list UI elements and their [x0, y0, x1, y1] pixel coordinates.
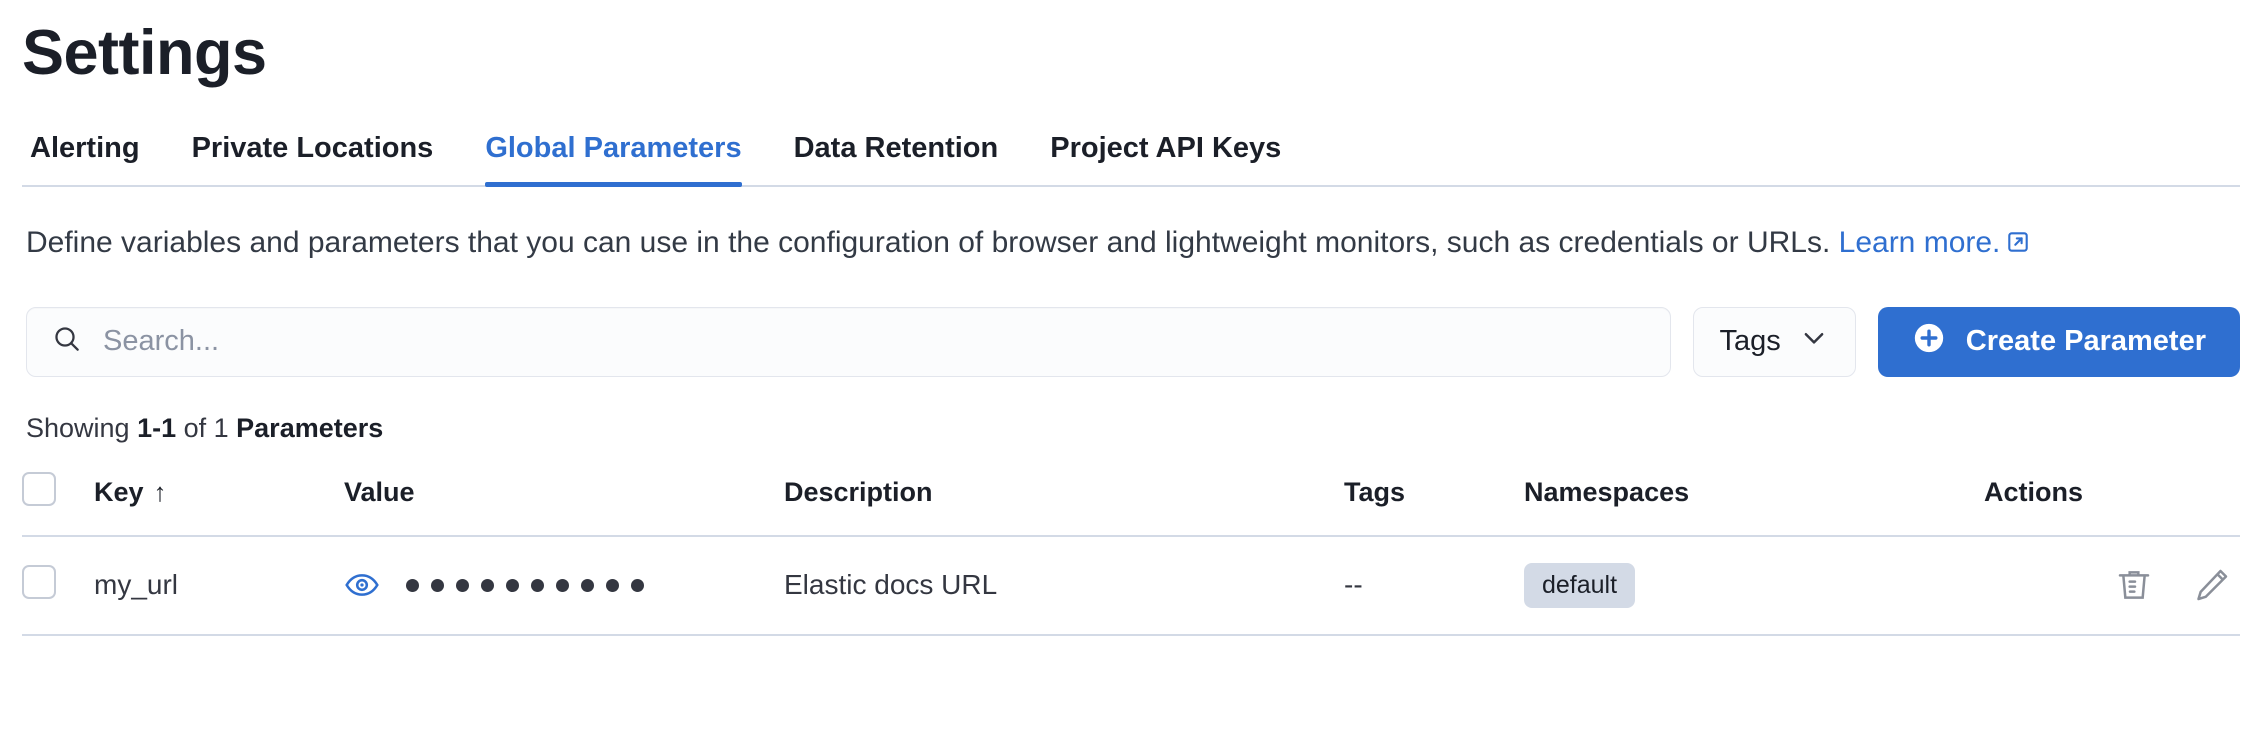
create-parameter-label: Create Parameter: [1965, 325, 2206, 357]
row-description: Elastic docs URL: [784, 535, 1344, 636]
results-prefix: Showing: [26, 412, 138, 443]
pencil-icon[interactable]: [2192, 565, 2232, 605]
row-key: my_url: [94, 535, 344, 636]
tab-data-retention[interactable]: Data Retention: [768, 132, 1025, 185]
results-middle: of 1: [176, 412, 237, 443]
column-header-key-label: Key: [94, 476, 144, 507]
select-all-checkbox[interactable]: [22, 471, 56, 506]
tab-global-parameters[interactable]: Global Parameters: [459, 132, 767, 187]
chevron-down-icon: [1799, 323, 1829, 361]
column-header-tags[interactable]: Tags: [1344, 461, 1524, 537]
results-count: Showing 1-1 of 1 Parameters: [22, 413, 2240, 444]
eye-icon[interactable]: [344, 567, 380, 603]
page-description: Define variables and parameters that you…: [22, 221, 2238, 267]
column-header-key[interactable]: Key ↑: [94, 461, 344, 537]
column-header-value[interactable]: Value: [344, 461, 784, 537]
tab-private-locations[interactable]: Private Locations: [166, 132, 460, 185]
search-icon: [51, 323, 83, 360]
learn-more-link[interactable]: Learn more.: [1838, 226, 2001, 259]
tags-filter-button[interactable]: Tags: [1692, 306, 1856, 377]
column-header-actions: Actions: [1984, 461, 2240, 537]
results-entity: Parameters: [236, 412, 384, 443]
table-header: Key ↑ Value Description Tags Namespaces A…: [22, 461, 2240, 537]
table-row: my_url: [22, 535, 2240, 636]
row-checkbox[interactable]: [22, 564, 56, 599]
parameters-table: Key ↑ Value Description Tags Namespaces A…: [22, 461, 2240, 636]
row-select-cell: [22, 535, 94, 636]
results-range: 1-1: [137, 412, 177, 443]
controls-row: Tags Create Parameter: [22, 306, 2240, 377]
column-header-namespaces[interactable]: Namespaces: [1524, 461, 1984, 537]
search-input[interactable]: [103, 325, 1646, 358]
plus-circle-icon: [1912, 321, 1946, 363]
trash-icon[interactable]: [2114, 565, 2154, 605]
table-header-row: Key ↑ Value Description Tags Namespaces A…: [22, 461, 2240, 537]
row-actions: [1984, 535, 2240, 636]
row-namespaces: default: [1524, 535, 1984, 636]
sort-ascending-icon: ↑: [153, 476, 167, 507]
select-all-header: [22, 461, 94, 537]
settings-tabs: Alerting Private Locations Global Parame…: [22, 121, 2240, 187]
page-title: Settings: [22, 18, 267, 88]
tab-project-api-keys[interactable]: Project API Keys: [1024, 132, 1307, 185]
masked-value: [406, 578, 644, 592]
namespace-badge: default: [1524, 562, 1636, 608]
create-parameter-button[interactable]: Create Parameter: [1877, 306, 2240, 377]
table-body: my_url: [22, 535, 2240, 636]
column-header-description[interactable]: Description: [784, 461, 1344, 537]
description-text: Define variables and parameters that you…: [26, 226, 1839, 259]
search-box[interactable]: [26, 306, 1671, 377]
tags-filter-label: Tags: [1719, 325, 1781, 357]
external-link-icon: [2006, 223, 2030, 267]
row-tags: --: [1344, 535, 1524, 636]
tab-alerting[interactable]: Alerting: [22, 132, 166, 185]
row-value-cell: [344, 535, 784, 636]
